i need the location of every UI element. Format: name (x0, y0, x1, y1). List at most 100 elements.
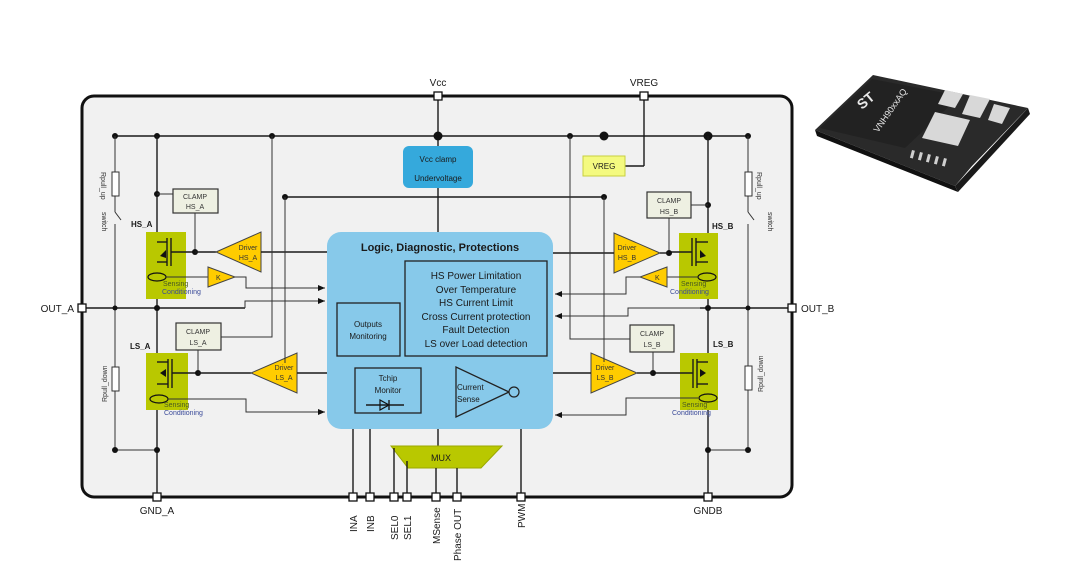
vcc-pin (433, 91, 443, 101)
logic-block (327, 232, 553, 429)
tchip-monitor-l1: Tchip (379, 374, 398, 383)
ina-pin (348, 492, 358, 502)
vreg-block (582, 155, 626, 177)
diode-icon (366, 398, 404, 412)
ls-b-conditioning: Conditioning (672, 410, 711, 417)
hs-a-sensing: Sensing (163, 281, 188, 288)
pwm-pin (516, 492, 526, 502)
protection-item: HS Current Limit (439, 298, 513, 309)
outputs-monitoring-l1: Outputs (354, 320, 382, 329)
ls-a-conditioning: Conditioning (164, 410, 203, 417)
out-b-pin (787, 303, 797, 313)
out-a-label: OUT_A (41, 304, 75, 315)
k-amp-a-label: K (216, 275, 221, 282)
rpull-down-b (744, 365, 753, 391)
bottom-pin-wires (352, 429, 522, 497)
ls-b-sense-loop (698, 393, 718, 403)
phase-out-label: Phase OUT (453, 509, 464, 561)
vreg-pin (639, 91, 649, 101)
driver-hs-b-l2: HS_B (618, 255, 637, 262)
driver-ls-b-l2: LS_B (596, 375, 613, 382)
rpull-up-a (111, 171, 120, 197)
current-sense-amp: Current Sense (455, 365, 520, 419)
driver-hs-a-l2: HS_A (239, 255, 258, 262)
rpull-down-b-label: Rpull_down (758, 355, 765, 392)
k-amp-b (638, 266, 668, 288)
right-half-bridge: Rpull_up switch Rpull_down HS_B Sensing … (553, 136, 792, 497)
clamp-ls-a (175, 322, 222, 351)
current-sense-l1: Current (457, 383, 484, 392)
ls-b-label: LS_B (713, 340, 734, 349)
clamp-ls-b-l1: CLAMP (640, 331, 664, 338)
k-amp-a (207, 266, 237, 288)
driver-ls-a-l2: LS_A (275, 375, 292, 382)
gnd-b-pin (703, 492, 713, 502)
hs-a-conditioning: Conditioning (162, 289, 201, 296)
protection-item: LS over Load detection (425, 339, 528, 350)
mux-label: MUX (431, 453, 451, 463)
hs-b-mosfet (679, 233, 718, 299)
clamp-hs-a (172, 188, 219, 214)
hs-b-label: HS_B (712, 222, 734, 231)
msense-pin (431, 492, 441, 502)
bottom-pins: INA INB SEL0 SEL1 MSense Phase OUT PWM (348, 492, 528, 561)
driver-hs-b-l1: Driver (618, 245, 637, 252)
outputs-monitoring-l2: Monitoring (349, 332, 386, 341)
hs-b-conditioning: Conditioning (670, 289, 709, 296)
phase-out-pin (452, 492, 462, 502)
protection-item: Over Temperature (436, 285, 517, 296)
clamp-ls-a-l2: LS_A (189, 340, 206, 347)
out-a-pin (77, 303, 87, 313)
rpull-up-b (744, 171, 753, 197)
vreg-label: VREG (630, 78, 659, 89)
outputs-monitoring-box (336, 302, 401, 357)
rpull-down-a (111, 366, 120, 392)
protection-item: HS Power Limitation (431, 271, 522, 282)
msense-label: MSense (432, 507, 443, 544)
tchip-monitor-l2: Monitor (375, 386, 402, 395)
hs-b-sensing: Sensing (681, 281, 706, 288)
rpull-up-b-label: Rpull_up (755, 172, 762, 200)
protection-item: Cross Current protection (422, 312, 531, 323)
inb-label: INB (366, 515, 377, 532)
hs-b-mosfet-symbol (669, 238, 708, 266)
k-amp-b-label: K (655, 275, 660, 282)
clamp-ls-b (629, 324, 675, 353)
vcc-clamp-block (403, 146, 473, 188)
sel1-pin (402, 492, 412, 502)
gnd-a-label: GND_A (140, 506, 175, 517)
hs-a-mosfet (146, 232, 186, 299)
vcc-label: Vcc (430, 78, 447, 89)
clamp-hs-a-l1: CLAMP (183, 194, 207, 201)
driver-ls-b-l1: Driver (596, 365, 615, 372)
switch-b-label: switch (766, 212, 773, 232)
driver-ls-a-l1: Driver (275, 365, 294, 372)
vreg-block-label: VREG (593, 162, 616, 171)
gnd-b-label: GNDB (694, 506, 723, 517)
vcc-clamp-line1: Vcc clamp (420, 155, 457, 164)
pwm-label: PWM (517, 504, 528, 528)
protections-list: HS Power Limitation Over Temperature HS … (422, 271, 531, 350)
gnd-a-pin (152, 492, 162, 502)
mux-block (389, 445, 504, 469)
clamp-hs-b-l1: CLAMP (657, 198, 681, 205)
clamp-hs-a-l2: HS_A (186, 204, 205, 211)
out-b-label: OUT_B (801, 304, 835, 315)
switch-a-label: switch (100, 212, 107, 232)
clamp-hs-b-l2: HS_B (660, 209, 679, 216)
clamp-ls-b-l2: LS_B (643, 342, 660, 349)
ls-a-label: LS_A (130, 342, 151, 351)
protection-item: Fault Detection (442, 325, 509, 336)
sel1-label: SEL1 (403, 515, 414, 540)
left-half-bridge: Rpull_up switch Rpull_down HS_A Sensing … (82, 136, 327, 497)
ls-b-sensing: Sensing (682, 402, 707, 409)
ls-b-mosfet-symbol (653, 359, 708, 388)
tchip-monitor-box (354, 367, 422, 414)
rpull-up-a-label: Rpull_up (99, 172, 106, 200)
package-image: ST VNH90xxAQ (815, 75, 1030, 192)
ls-a-sensing: Sensing (164, 402, 189, 409)
sel0-pin (389, 492, 399, 502)
protections-box (404, 260, 548, 357)
ina-label: INA (349, 515, 360, 532)
